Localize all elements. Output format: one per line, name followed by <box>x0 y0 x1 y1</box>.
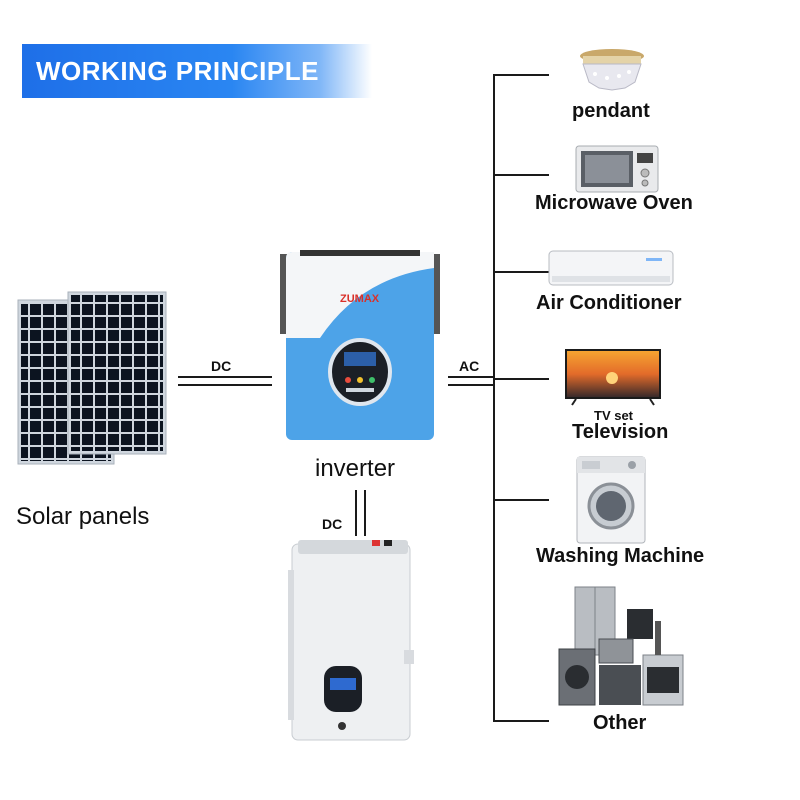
page-title: WORKING PRINCIPLE <box>36 56 319 86</box>
battery-icon <box>288 540 414 741</box>
branch-pendant <box>493 74 549 76</box>
ac-line-top <box>448 376 494 378</box>
ac-line-bottom <box>448 384 494 386</box>
load-label-pendant: pendant <box>572 100 650 122</box>
load-label-microwave-oven: Microwave Oven <box>535 192 693 214</box>
ac-label: AC <box>459 358 480 374</box>
load-label-washing-machine: Washing Machine <box>536 545 705 567</box>
solar-panels-label: Solar panels <box>16 503 150 530</box>
dc-vertical-line-right <box>364 490 366 536</box>
header-banner <box>22 44 372 98</box>
load-label-air-conditioner: Air Conditioner <box>536 292 682 314</box>
dc-label-solar: DC <box>211 358 232 374</box>
microwave-oven-icon <box>575 145 659 193</box>
dc-line-top <box>178 376 272 378</box>
branch-television <box>493 378 549 380</box>
ac-bus-line <box>493 74 495 722</box>
pendant-icon <box>580 49 644 91</box>
branch-other <box>493 720 549 722</box>
washing-machine-icon <box>576 456 646 544</box>
solar-panels-icon <box>17 291 167 465</box>
svg-text:ZUMAX: ZUMAX <box>340 293 380 305</box>
load-sublabel-tv-set: TV set <box>594 408 634 423</box>
branch-washing-machine <box>493 499 549 501</box>
inverter-label: inverter <box>315 455 396 482</box>
load-label-other: Other <box>593 712 647 734</box>
other-appliances-icon <box>558 586 684 706</box>
air-conditioner-icon <box>548 250 674 286</box>
branch-air-conditioner <box>493 271 549 273</box>
branch-microwave <box>493 174 549 176</box>
television-icon <box>565 349 661 406</box>
inverter-icon: ZUMAX <box>280 250 440 440</box>
dc-line-bottom <box>178 384 272 386</box>
load-label-television: Television <box>572 421 669 443</box>
dc-vertical-line-left <box>355 490 357 536</box>
dc-label-battery: DC <box>322 516 343 532</box>
